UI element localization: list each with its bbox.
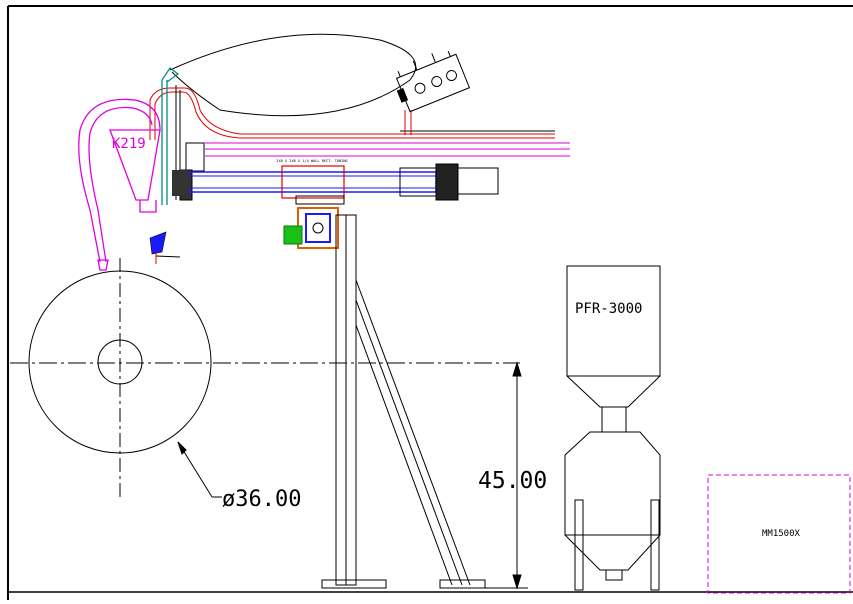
k219-hopper — [78, 98, 161, 271]
box-label: MM1500X — [762, 529, 801, 539]
pfr-tank — [564, 265, 661, 591]
blue-gun — [149, 231, 181, 264]
height-dimension: 45.00 — [478, 468, 547, 494]
diameter-dimension: ø36.00 — [222, 487, 301, 512]
magenta-lines — [205, 142, 570, 157]
cable-arc — [169, 33, 417, 117]
beam-note: 2X6 X 2X6 X 1/4 WALL RECT. TUBING — [276, 159, 347, 163]
teal-tube — [161, 67, 180, 205]
hopper-label: K219 — [112, 136, 146, 152]
support-column — [321, 214, 486, 589]
red-cable — [149, 87, 555, 140]
mm1500x-box — [707, 474, 851, 594]
wire-feeder — [395, 50, 471, 113]
horizontal-beam — [172, 163, 499, 201]
pivot-assembly — [283, 195, 345, 249]
height-dimension-line — [478, 361, 528, 590]
wire-spool — [28, 258, 212, 500]
diameter-leader — [177, 441, 222, 498]
tank-label: PFR-3000 — [575, 301, 642, 317]
drawing-frame — [7, 5, 853, 600]
